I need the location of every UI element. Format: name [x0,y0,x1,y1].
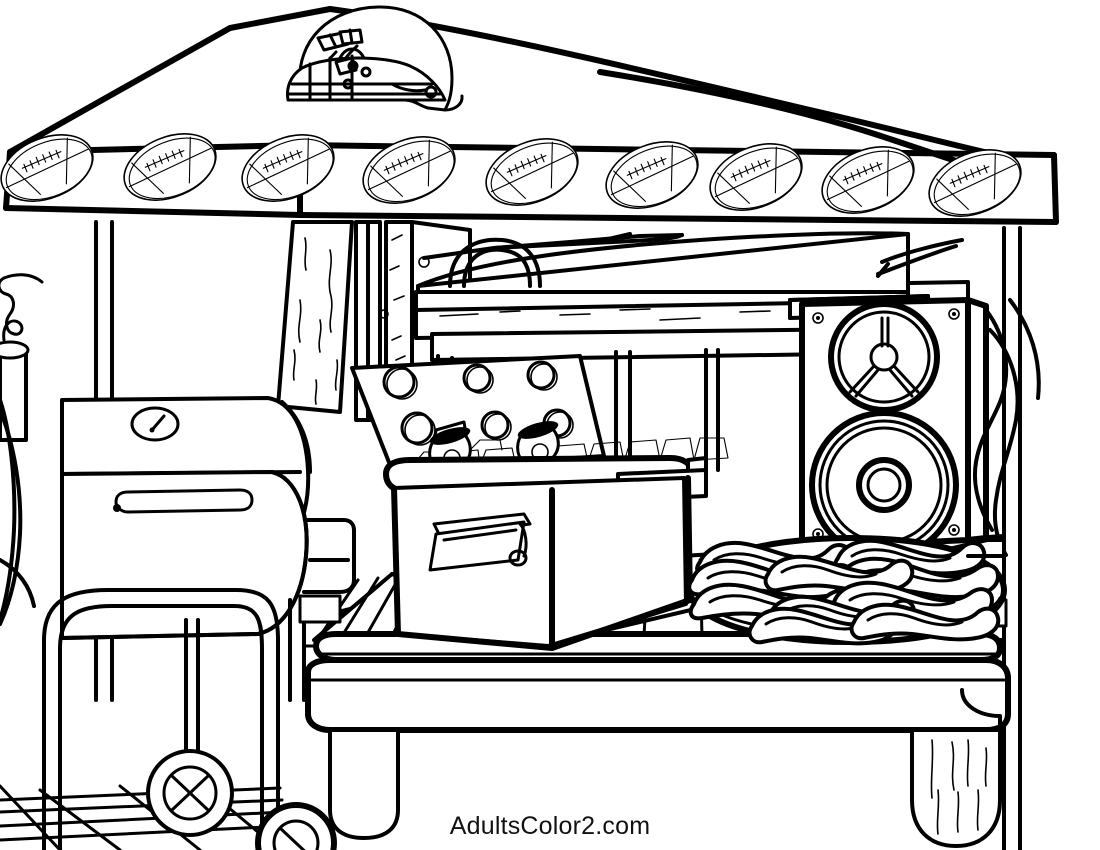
cooler [350,354,729,651]
misc-detail-lines [0,308,1009,608]
football-icon [709,143,803,211]
left-tree-trunk-post [276,220,354,414]
cart-wheel [255,802,337,850]
cart-wheel [146,749,234,837]
football-icon [0,134,94,202]
lid-handle [113,488,254,514]
football-icon [928,149,1022,217]
football-helmet [286,5,464,112]
chimney-smoke [0,273,44,342]
football-icon [241,134,335,202]
football-icon [485,138,579,206]
shelf-items [416,231,964,296]
smoker-cart-frame [0,588,337,850]
tweeter-driver [828,301,940,413]
hot-dog [849,602,1001,642]
temperature-gauge [130,406,180,442]
loudspeaker [788,294,989,560]
site-watermark: AdultsColor2.com [449,812,651,840]
football-icon [362,136,456,204]
wire-rack-shelf [0,782,288,850]
barbecue-smoker [0,273,362,648]
hot-dog-platter [687,535,1007,646]
cooler-side-handle [428,512,532,572]
right-tree-trunk-leg [910,688,1002,848]
football-icon [123,133,217,201]
football-icon [605,141,699,209]
football-icon [821,146,915,214]
speaker-corner-screws [812,308,960,540]
football-valance-border [0,133,1022,217]
